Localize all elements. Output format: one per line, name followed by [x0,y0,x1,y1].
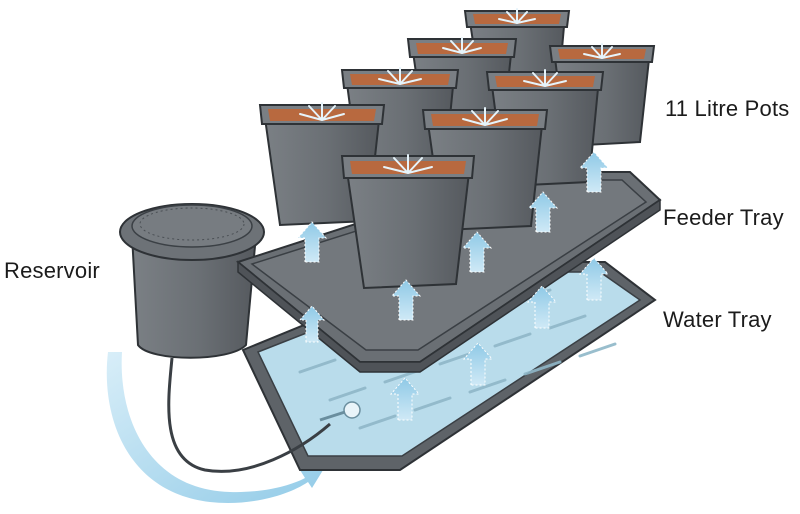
upward-flow-arrow-icon [390,279,422,321]
pots [258,8,656,290]
sprout-icon [523,69,567,87]
feeder-tray-label: Feeder Tray [663,205,784,230]
lower-flow-arrows [298,257,610,421]
upward-flow-arrow-icon [526,285,558,329]
pot [340,154,476,290]
sprout-icon [299,102,345,121]
sprout-icon [583,43,621,59]
pots-label: 11 Litre Pots [665,96,790,121]
upward-flow-arrow-icon [296,221,328,263]
upward-flow-arrow-icon [461,231,493,273]
upward-flow-arrow-icon [527,191,559,233]
sprout-icon [462,107,508,126]
reservoir-bucket [119,203,331,473]
sprout-icon [442,37,482,54]
water-tray-label: Water Tray [663,307,772,332]
upward-flow-arrow-icon [298,305,326,343]
upward-flow-arrow-icon [578,151,610,193]
reservoir-label: Reservoir [4,258,100,283]
upper-flow-arrows [296,151,610,321]
sprout-icon [378,67,422,85]
sprout-icon [498,8,536,24]
upward-flow-arrow-icon [578,257,610,301]
sprout-icon [383,154,433,174]
upward-flow-arrow-icon [389,377,421,421]
upward-flow-arrow-icon [462,342,494,386]
